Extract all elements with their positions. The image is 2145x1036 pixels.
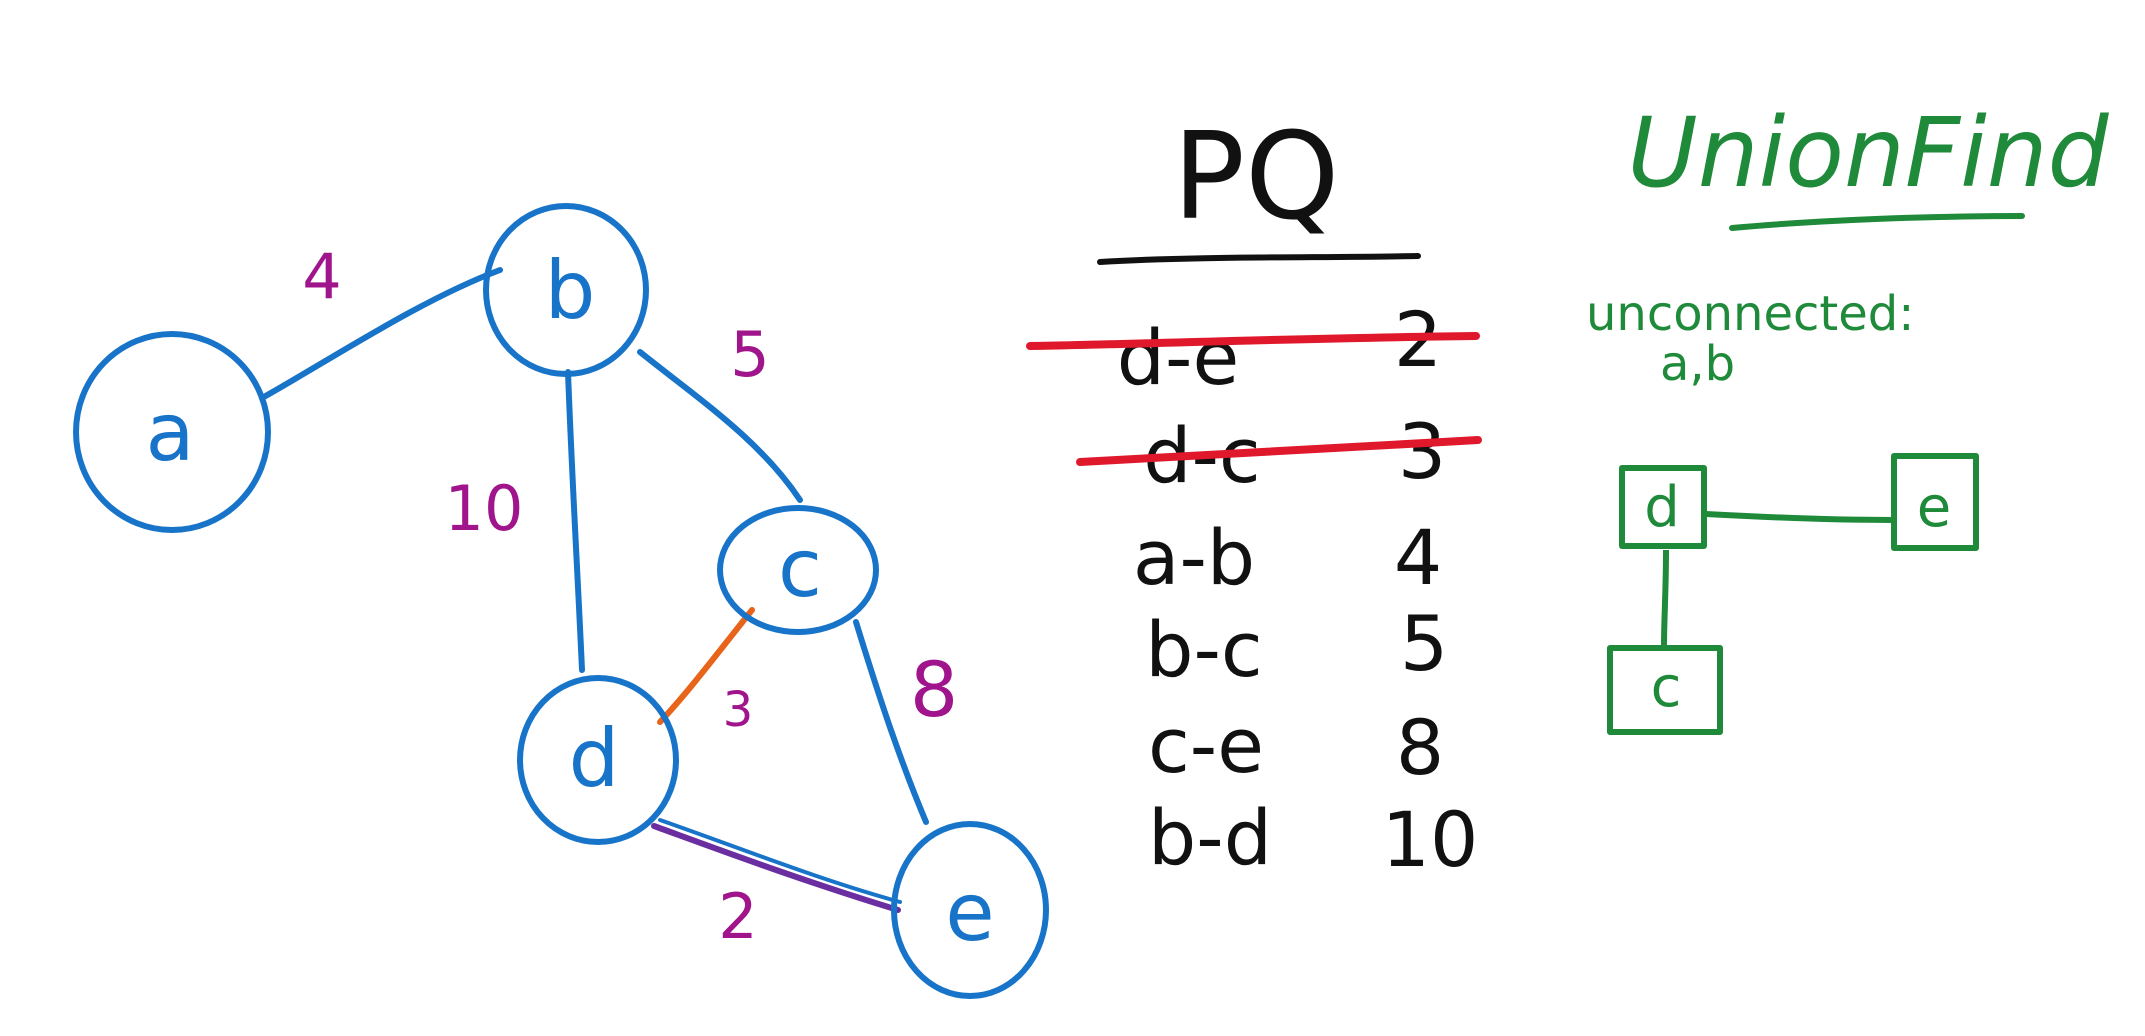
node-a-label: a [145,386,194,479]
edge-d-e-overlay [658,818,902,904]
graph-edges [259,267,929,913]
pq-row-4-edge: b-c [1145,605,1262,694]
edge-b-c [637,349,803,503]
weight-c-e: 8 [910,645,958,734]
uf-box-c [1607,645,1723,735]
uf-link-d-c [1661,549,1669,647]
pq-row-3-weight: 4 [1394,513,1442,602]
pq-row-5-edge: c-e [1148,701,1264,790]
edge-d-e [651,823,901,913]
uf-underline [1729,213,2025,231]
edge-b-d [565,369,585,673]
node-e-label: e [945,866,994,959]
uf-box-c-label: c [1651,655,1682,720]
node-b-circle [483,203,649,377]
pq-row-5-weight: 8 [1396,703,1444,792]
graph-nodes [73,203,1049,999]
node-d-label: d [569,712,620,805]
node-e-circle [891,821,1049,999]
weight-a-b: 4 [302,240,341,313]
edge-a-b [259,267,503,401]
weight-b-d: 10 [445,472,524,545]
priority-queue: PQ d-e 2 d-c 3 a-b 4 b-c 5 c-e 8 b-d 10 [1026,108,1482,884]
edge-weights: 4 5 10 3 8 2 [302,240,958,953]
pq-row-1-strike [1026,332,1480,350]
weight-d-e: 2 [718,880,757,953]
union-find: UnionFind unconnected: a,b d e c [1586,97,2110,735]
edge-c-e [853,619,929,825]
weight-c-d: 3 [723,682,754,738]
uf-title: UnionFind [1627,97,2109,209]
uf-box-e [1891,453,1979,551]
pq-row-4-weight: 5 [1400,599,1448,688]
pq-row-6-weight: 10 [1382,795,1479,884]
graph-node-labels: a b c d e [145,244,994,959]
uf-box-d-label: d [1644,475,1680,540]
edge-c-d [657,607,755,725]
pq-row-2-weight: 3 [1398,407,1446,496]
node-c-label: c [778,522,822,615]
pq-row-6-edge: b-d [1148,793,1272,882]
node-b-label: b [545,244,596,337]
weight-b-c: 5 [730,318,769,391]
node-c-circle [717,505,879,635]
node-a-circle [73,331,271,533]
pq-title: PQ [1173,108,1340,247]
uf-link-d-e [1705,511,1893,523]
uf-box-e-label: e [1917,475,1951,540]
pq-row-3-edge: a-b [1133,513,1255,602]
pq-underline [1097,253,1421,265]
pq-row-1-edge: d-e [1117,313,1239,402]
pq-row-2-strike [1076,436,1482,466]
uf-unconnected-label: unconnected: [1586,286,1914,342]
uf-unconnected-nodes: a,b [1660,336,1735,392]
uf-box-d [1619,465,1707,549]
node-d-circle [517,675,679,845]
